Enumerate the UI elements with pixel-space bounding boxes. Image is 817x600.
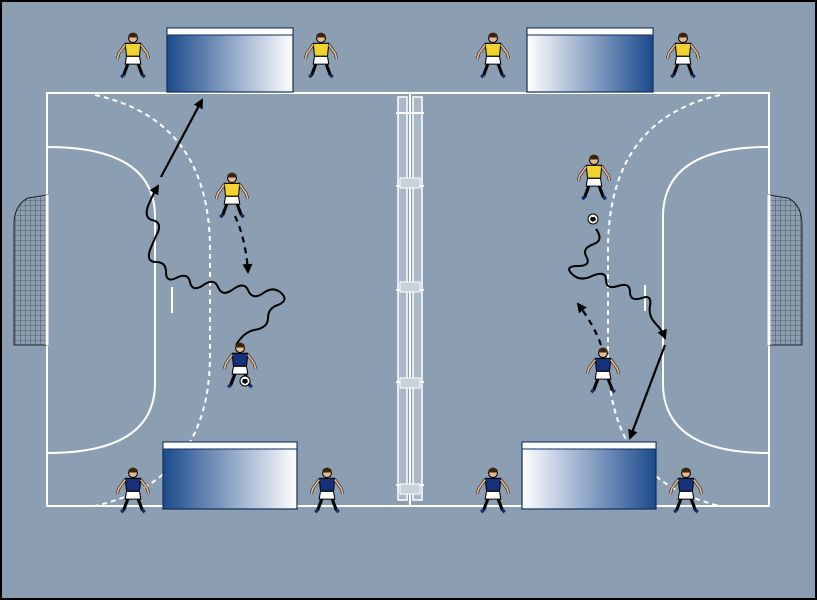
mat-top-left-icon [166, 27, 294, 93]
bench-joints [399, 177, 421, 495]
right-free-throw-line [607, 94, 721, 507]
ball-left-icon [239, 375, 251, 387]
left-run-arrow [233, 215, 253, 274]
right-dribble-path [568, 228, 667, 340]
right-goal-net-icon [767, 194, 803, 346]
left-dribble-path [145, 184, 286, 346]
mat-bottom-right-icon [521, 441, 657, 510]
mat-bottom-left-icon [162, 441, 298, 510]
left-free-throw-line [94, 94, 211, 507]
left-goal-area-line [46, 146, 156, 454]
right-pass-arrow [628, 344, 667, 440]
left-goal-net-icon [13, 194, 49, 346]
ball-right-icon [587, 213, 599, 225]
right-goal-area-line [662, 146, 770, 454]
left-pass-arrow [160, 98, 203, 178]
mat-top-right-icon [526, 27, 654, 93]
right-run-arrow [576, 302, 603, 346]
